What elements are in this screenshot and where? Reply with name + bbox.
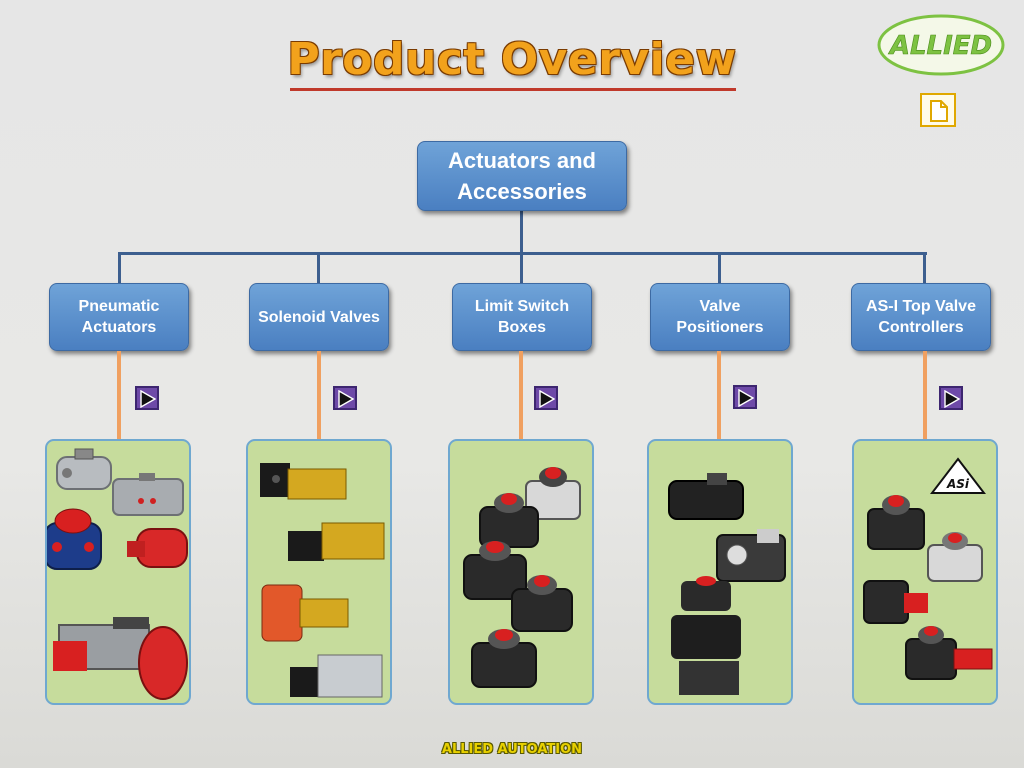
drop-line-3 [520,252,523,284]
solenoid-valve-image-3 [261,584,349,642]
asi-controller-image-2 [927,532,983,582]
category-label: Actuators [81,319,157,336]
product-panel-valve-positioners [647,439,793,705]
title-underline [290,88,736,91]
panel-connector-5 [923,351,927,439]
product-panel-asi-controllers: ASi [852,439,998,705]
category-label: AS-I Top Valve [866,298,976,315]
panel-connector-1 [117,351,121,439]
root-label-line-2: Accessories [457,179,587,204]
category-label: Valve [699,298,741,315]
play-icon[interactable] [939,386,963,410]
valve-positioner-image-2 [716,529,786,582]
category-asi-top-valve-controllers[interactable]: AS-I Top Valve Controllers [851,283,991,351]
category-valve-positioners[interactable]: Valve Positioners [650,283,790,351]
panel-connector-3 [519,351,523,439]
asi-logo-icon: ASi [930,457,986,494]
solenoid-valve-image-2 [288,522,385,561]
red-cylinder-actuator-image [127,528,188,568]
allied-logo: ALLIED [877,14,1005,76]
category-label: Limit Switch [474,298,570,315]
category-label: Pneumatic [78,298,160,315]
asi-controller-image-1 [867,495,925,550]
play-icon[interactable] [733,385,757,409]
play-icon[interactable] [333,386,357,410]
svg-text:ALLIED: ALLIED [888,31,992,61]
valve-positioner-image-3 [671,576,741,695]
limit-switch-box-image-2 [479,493,539,548]
valve-positioner-image-1 [668,473,744,520]
category-label: Positioners [676,319,764,336]
limit-switch-box-image-4 [511,575,573,632]
root-node[interactable]: Actuators and Accessories [417,141,627,211]
category-solenoid-valves[interactable]: Solenoid Valves [249,283,389,351]
drop-line-5 [923,252,926,284]
product-panel-pneumatic-actuators [45,439,191,705]
panel-connector-2 [317,351,321,439]
asi-controller-image-4 [905,626,993,680]
play-icon[interactable] [534,386,558,410]
document-icon[interactable] [920,93,956,127]
drop-line-1 [118,252,121,284]
limit-switch-box-image-3 [463,541,527,600]
drop-line-4 [718,252,721,284]
svg-text:ASi: ASi [946,477,970,491]
asi-controller-image-3 [863,580,928,624]
play-icon[interactable] [135,386,159,410]
solenoid-valve-image-4 [290,654,383,698]
rack-pinion-actuator-image [56,448,112,490]
footer-text: ALLIED AUTOATION [441,742,583,757]
blue-actuator-image [47,508,102,570]
double-acting-actuator-image [112,473,184,516]
page-title: Product Overview [287,34,737,85]
category-label: Controllers [878,319,964,336]
category-limit-switch-boxes[interactable]: Limit Switch Boxes [452,283,592,351]
solenoid-valve-image-1 [260,463,347,500]
root-stem [520,211,523,254]
panel-connector-4 [717,351,721,439]
drop-line-2 [317,252,320,284]
category-label: Boxes [497,319,546,336]
root-label-line-1: Actuators and [448,148,596,173]
category-pneumatic-actuators[interactable]: Pneumatic Actuators [49,283,189,351]
limit-switch-box-image-1 [525,467,581,520]
product-panel-solenoid-valves [246,439,392,705]
category-label: Solenoid Valves [258,308,380,326]
limit-switch-box-image-5 [471,629,537,688]
scotch-yoke-actuator-image [53,617,188,700]
product-panel-limit-switch-boxes [448,439,594,705]
